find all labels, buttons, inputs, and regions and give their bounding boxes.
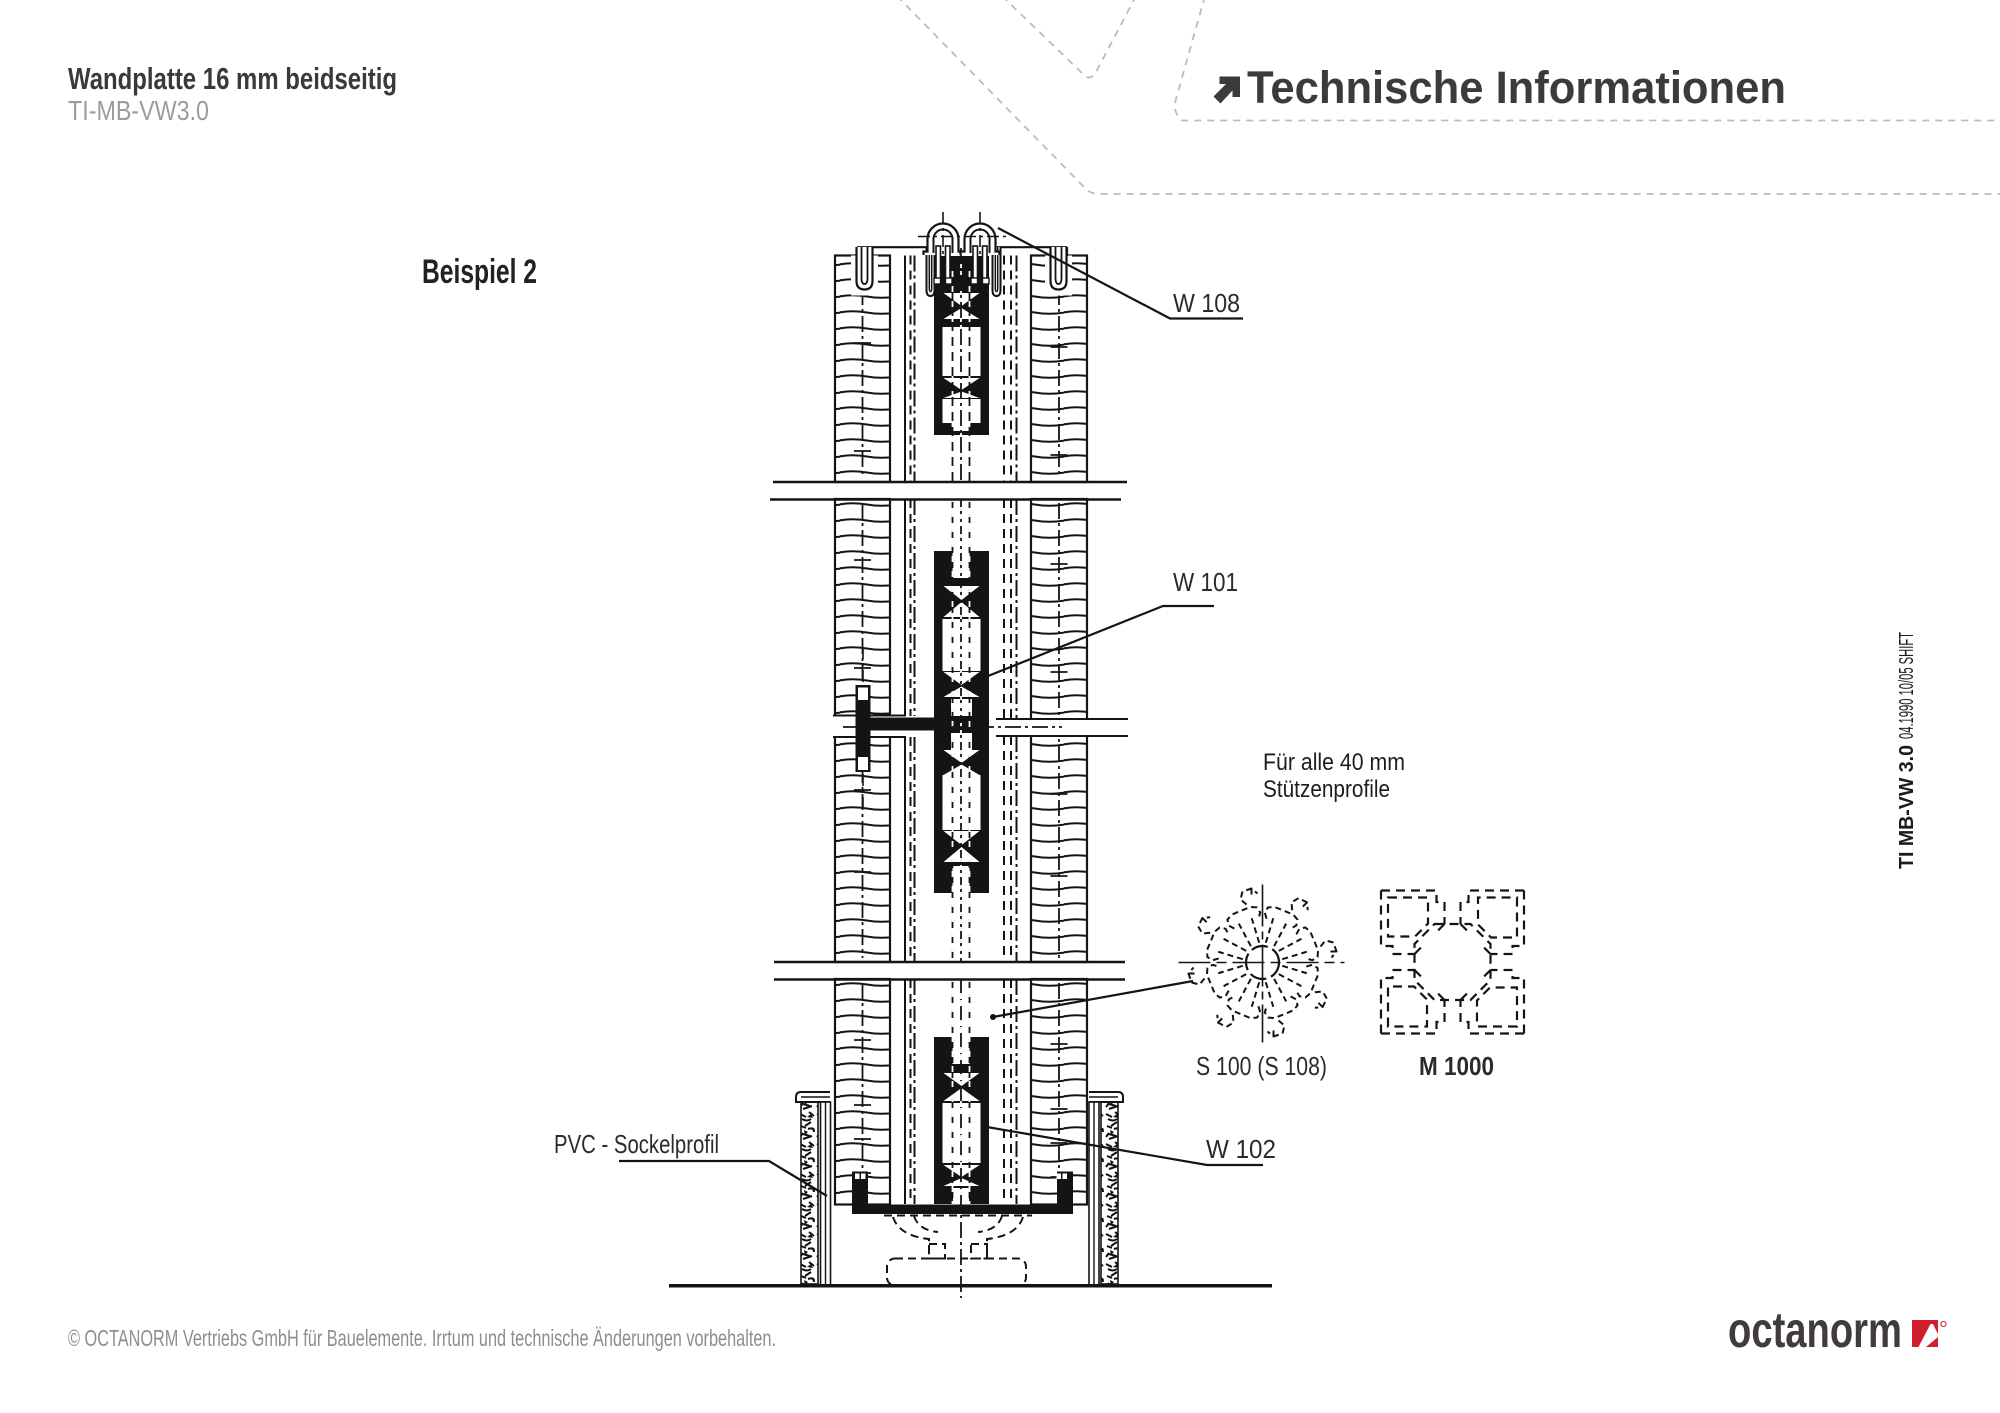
svg-text:04.1990 10/05 SHIFT: 04.1990 10/05 SHIFT [1896,632,1918,739]
svg-text:W 102: W 102 [1206,1134,1276,1164]
svg-text:W 108: W 108 [1173,288,1240,318]
svg-text:octanorm: octanorm [1728,1302,1902,1358]
svg-text:M 1000: M 1000 [1419,1051,1494,1081]
svg-text:TI-MB-VW3.0: TI-MB-VW3.0 [68,95,209,126]
svg-text:S 100 (S 108): S 100 (S 108) [1196,1051,1327,1081]
svg-text:Technische Informationen: Technische Informationen [1247,62,1786,113]
svg-text:Wandplatte 16 mm beidseitig: Wandplatte 16 mm beidseitig [68,61,397,96]
svg-text:Für alle 40 mm: Für alle 40 mm [1263,749,1405,776]
svg-text:© OCTANORM Vertriebs GmbH für: © OCTANORM Vertriebs GmbH für Bauelement… [68,1325,776,1351]
svg-text:Beispiel 2: Beispiel 2 [422,253,537,291]
svg-text:W 101: W 101 [1173,567,1238,597]
svg-text:Stützenprofile: Stützenprofile [1263,776,1390,803]
svg-text:TI MB-VW 3.0: TI MB-VW 3.0 [1896,745,1918,869]
svg-text:PVC - Sockelprofil: PVC - Sockelprofil [554,1129,719,1159]
